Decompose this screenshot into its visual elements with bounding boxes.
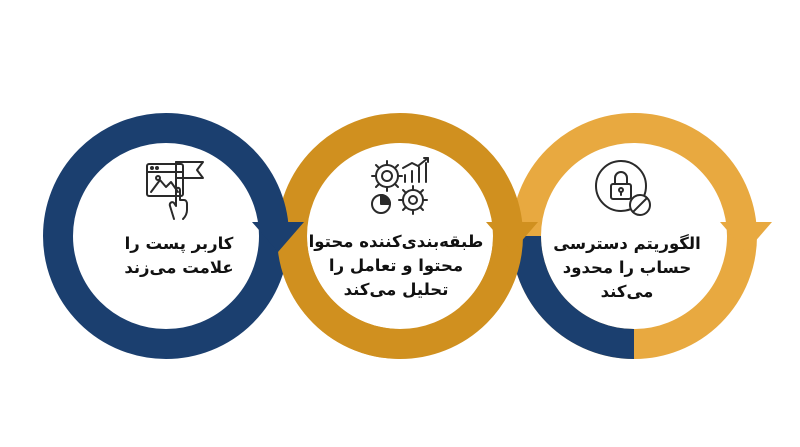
step-3-line-3: می‌کند (600, 282, 654, 301)
step-2-text: طبقه‌بندی‌کننده محتوا محتوا و تعامل را ت… (296, 230, 496, 302)
arrowhead-step-2 (486, 222, 538, 252)
step-1-text: کاربر پست را علامت می‌زند (79, 232, 279, 280)
step-2-line-3: تحلیل می‌کند (343, 280, 449, 299)
step-1-line-2: علامت می‌زند (124, 258, 234, 277)
arrowhead-step-1 (252, 222, 304, 252)
lock-restricted-icon (595, 160, 651, 216)
flag-report-icon (146, 161, 204, 220)
step-3-text: الگوریتم دسترسی حساب را محدود می‌کند (527, 232, 727, 304)
step-3-line-1: الگوریتم دسترسی (553, 234, 701, 253)
arrowhead-step-3 (720, 222, 772, 252)
ring-2-lower-left-overlay (277, 235, 401, 359)
step-2-line-2: محتوا و تعامل را (328, 256, 464, 275)
step-2-line-1: طبقه‌بندی‌کننده محتوا (308, 232, 484, 251)
ring-3-lower-left-overlay (511, 235, 635, 359)
step-3-line-2: حساب را محدود (562, 258, 692, 277)
step-1-line-1: کاربر پست را (124, 234, 234, 253)
gears-analytics-icon (371, 157, 429, 215)
